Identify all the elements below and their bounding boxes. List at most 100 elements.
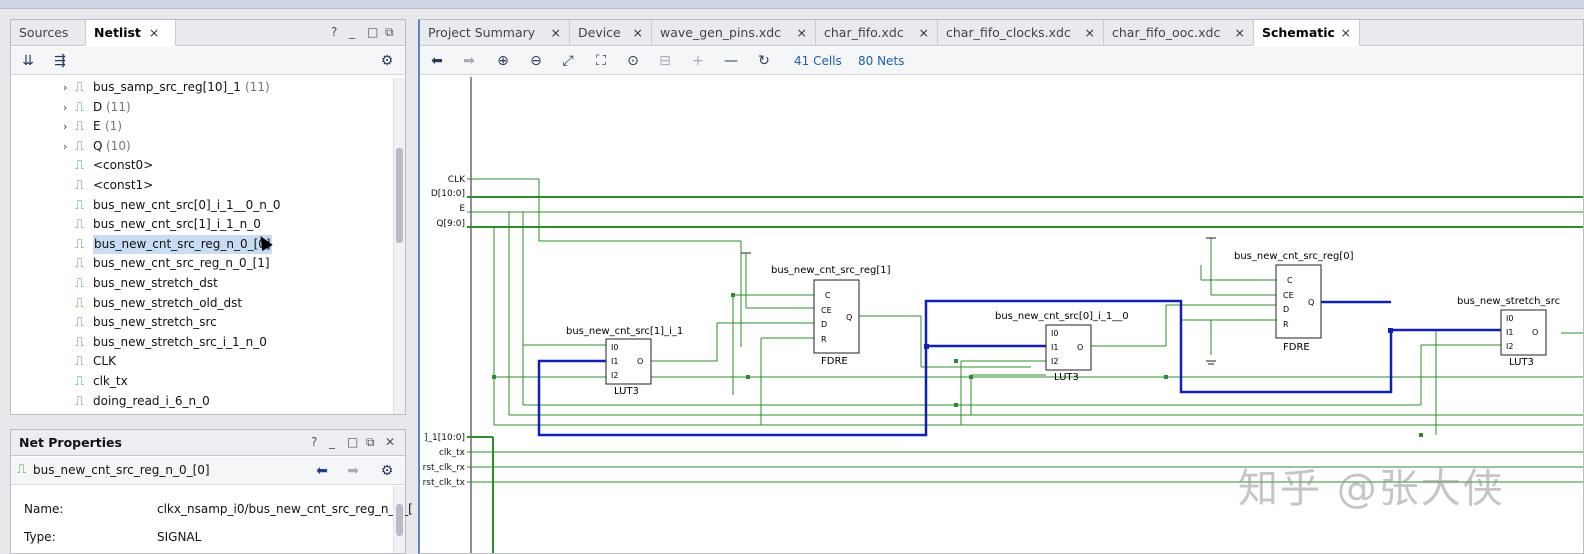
tab-editor[interactable]: Schematic×: [1254, 20, 1360, 46]
tab-sources[interactable]: Sources: [11, 20, 86, 46]
netlist-scrollbar[interactable]: [393, 78, 405, 414]
tab-label: Device: [578, 25, 621, 40]
net-name: bus_new_cnt_src_reg_n_0_[0]: [33, 463, 210, 477]
netlist-row[interactable]: ⎍doing_read_i_6_n_0: [11, 392, 391, 411]
cell-lut3-2[interactable]: bus_new_cnt_src[0]_i_1__0 I0 I1 I2 O LUT…: [995, 311, 1129, 383]
expand-icon[interactable]: +: [692, 53, 704, 69]
cell-fdre-1[interactable]: bus_new_cnt_src_reg[1] C CE D R Q FDRE: [771, 265, 891, 367]
chevron-right-icon[interactable]: ›: [63, 81, 68, 94]
netlist-row-label: E: [93, 119, 101, 134]
collapse-icon[interactable]: —: [724, 53, 738, 69]
tab-editor[interactable]: char_fifo_clocks.xdc ×: [938, 20, 1104, 46]
float-icon[interactable]: ⧉: [366, 435, 375, 449]
netlist-row[interactable]: ⎍bus_new_cnt_src[0]_i_1__0_n_0: [11, 196, 391, 215]
netlist-row[interactable]: ⎍bus_new_cnt_src_reg_n_0_[1]: [11, 254, 391, 273]
tab-editor[interactable]: Device ×: [570, 20, 652, 46]
zoom-selection-icon[interactable]: ⛶: [596, 53, 606, 69]
scroll-thumb[interactable]: [396, 504, 403, 536]
netlist-row[interactable]: ⎍bus_new_stretch_src_i_1_n_0: [11, 333, 391, 352]
minimize-icon[interactable]: _: [329, 435, 335, 449]
netlist-tabbar: Sources Netlist× ? _ □ ⧉: [11, 20, 405, 46]
close-icon[interactable]: ×: [632, 25, 643, 40]
pin-label: O: [1077, 343, 1083, 352]
expand-all-icon[interactable]: ⇶: [54, 53, 66, 69]
chevron-right-icon[interactable]: ›: [63, 100, 68, 114]
tab-editor[interactable]: char_fifo_ooc.xdc×: [1104, 20, 1254, 46]
cells-count[interactable]: 41 Cells: [794, 54, 842, 68]
schematic-canvas[interactable]: CLK D[10:0] E Q[9:0] ]_1[10:0] clk_tx rs…: [421, 75, 1583, 553]
chevron-right-icon[interactable]: ›: [63, 139, 68, 153]
cell-fdre-0[interactable]: bus_new_cnt_src_reg[0] C CE D R Q FDRE: [1234, 251, 1354, 353]
pin-label: I0: [1051, 329, 1058, 338]
netlist-row[interactable]: ›⎍bus_samp_src_reg[10]_1(11): [11, 78, 391, 97]
schematic-svg[interactable]: CLK D[10:0] E Q[9:0] ]_1[10:0] clk_tx rs…: [421, 75, 1583, 553]
cell-lut3-stretch[interactable]: bus_new_stretch_src I0 I1 I2 O LUT3: [1457, 296, 1560, 368]
zoom-out-icon[interactable]: ⊖: [530, 53, 542, 69]
net-icon: ⎍: [75, 256, 85, 272]
netlist-row[interactable]: ⎍bus_new_cnt_src[1]_i_1_n_0: [11, 215, 391, 234]
netlist-row[interactable]: ›⎍D(11): [11, 98, 391, 117]
zoom-fit-icon[interactable]: ⤢: [562, 53, 574, 69]
close-icon[interactable]: ×: [1340, 25, 1351, 40]
scroll-thumb[interactable]: [396, 148, 403, 243]
minimize-icon[interactable]: _: [349, 25, 355, 39]
close-icon[interactable]: ×: [148, 25, 160, 40]
netlist-row[interactable]: ⎍clk_tx: [11, 372, 391, 391]
pin-label: I1: [1051, 343, 1058, 352]
netlist-row[interactable]: ⎍bus_new_stretch_dst: [11, 274, 391, 293]
gear-icon[interactable]: ⚙: [380, 463, 394, 479]
pin-label: I2: [1051, 357, 1058, 366]
back-icon[interactable]: ⬅: [431, 53, 443, 69]
property-value: clkx_nsamp_i0/bus_new_cnt_src_reg_n_0_[: [157, 502, 413, 516]
back-icon[interactable]: ⬅: [316, 463, 328, 479]
forward-icon[interactable]: ➡: [463, 53, 475, 69]
close-icon[interactable]: ×: [796, 25, 807, 40]
close-icon[interactable]: ×: [1234, 25, 1245, 40]
help-icon[interactable]: ?: [331, 25, 338, 39]
collapse-all-icon[interactable]: ⇊: [22, 53, 34, 69]
gear-icon[interactable]: ⚙: [380, 53, 394, 69]
restore-icon[interactable]: □: [367, 25, 379, 39]
net-properties-toolbar: ⎍ bus_new_cnt_src_reg_n_0_[0] ⬅ ➡ ⚙: [11, 457, 405, 485]
net-icon: ⎍: [75, 295, 85, 311]
netlist-panel: Sources Netlist× ? _ □ ⧉ ⇊ ⇶ ⚙ ›⎍bus_sam…: [10, 19, 406, 415]
netlist-row[interactable]: ⎍<const0>: [11, 156, 391, 175]
tab-editor[interactable]: Project Summary×: [420, 20, 570, 46]
netlist-row[interactable]: ⎍bus_new_stretch_src: [11, 313, 391, 332]
netlist-row-label: bus_new_cnt_src[0]_i_1__0_n_0: [93, 197, 281, 212]
close-icon[interactable]: ✕: [385, 435, 396, 449]
netlist-row[interactable]: ⎍CLK: [11, 352, 391, 371]
tab-label: char_fifo_clocks.xdc: [946, 25, 1071, 40]
refresh-icon[interactable]: ↻: [758, 53, 770, 69]
close-icon[interactable]: ×: [550, 25, 561, 40]
port-label: ]_1[10:0]: [424, 433, 465, 443]
net-properties-scrollbar[interactable]: [393, 486, 405, 553]
netlist-row[interactable]: ⎍<const1>: [11, 176, 391, 195]
float-icon[interactable]: ⧉: [385, 25, 394, 39]
tab-label: wave_gen_pins.xdc: [660, 25, 782, 40]
chevron-right-icon[interactable]: ›: [63, 120, 68, 134]
tab-editor[interactable]: wave_gen_pins.xdc ×: [652, 20, 816, 46]
tab-netlist[interactable]: Netlist×: [86, 20, 176, 46]
netlist-row[interactable]: ⎍bus_new_cnt_src_reg_n_0_[0]: [11, 234, 391, 254]
close-icon[interactable]: ×: [918, 25, 929, 40]
cell-lut3-1[interactable]: bus_new_cnt_src[1]_i_1 I0 I1 I2 O LUT3: [566, 326, 683, 397]
pin-label: O: [637, 357, 643, 366]
ungroup-icon[interactable]: ⊟: [659, 53, 671, 69]
help-icon[interactable]: ?: [311, 435, 318, 449]
close-icon[interactable]: ×: [1084, 25, 1095, 40]
zoom-in-icon[interactable]: ⊕: [497, 53, 509, 69]
netlist-row-label: <const1>: [93, 178, 154, 192]
restore-icon[interactable]: □: [347, 435, 359, 449]
nets-count[interactable]: 80 Nets: [858, 54, 905, 68]
netlist-row[interactable]: ›⎍Q(10): [11, 137, 391, 156]
netlist-row[interactable]: ›⎍E(1): [11, 117, 391, 136]
target-icon[interactable]: ⊙: [627, 53, 639, 69]
netlist-row-count: (10): [106, 138, 131, 153]
tab-editor[interactable]: char_fifo.xdc×: [816, 20, 938, 46]
port-label: E: [459, 204, 465, 214]
netlist-row[interactable]: ⎍bus_new_stretch_old_dst: [11, 294, 391, 313]
port-label: rst_clk_rx: [423, 463, 466, 473]
port-label: CLK: [448, 175, 466, 185]
forward-icon[interactable]: ➡: [347, 463, 359, 479]
